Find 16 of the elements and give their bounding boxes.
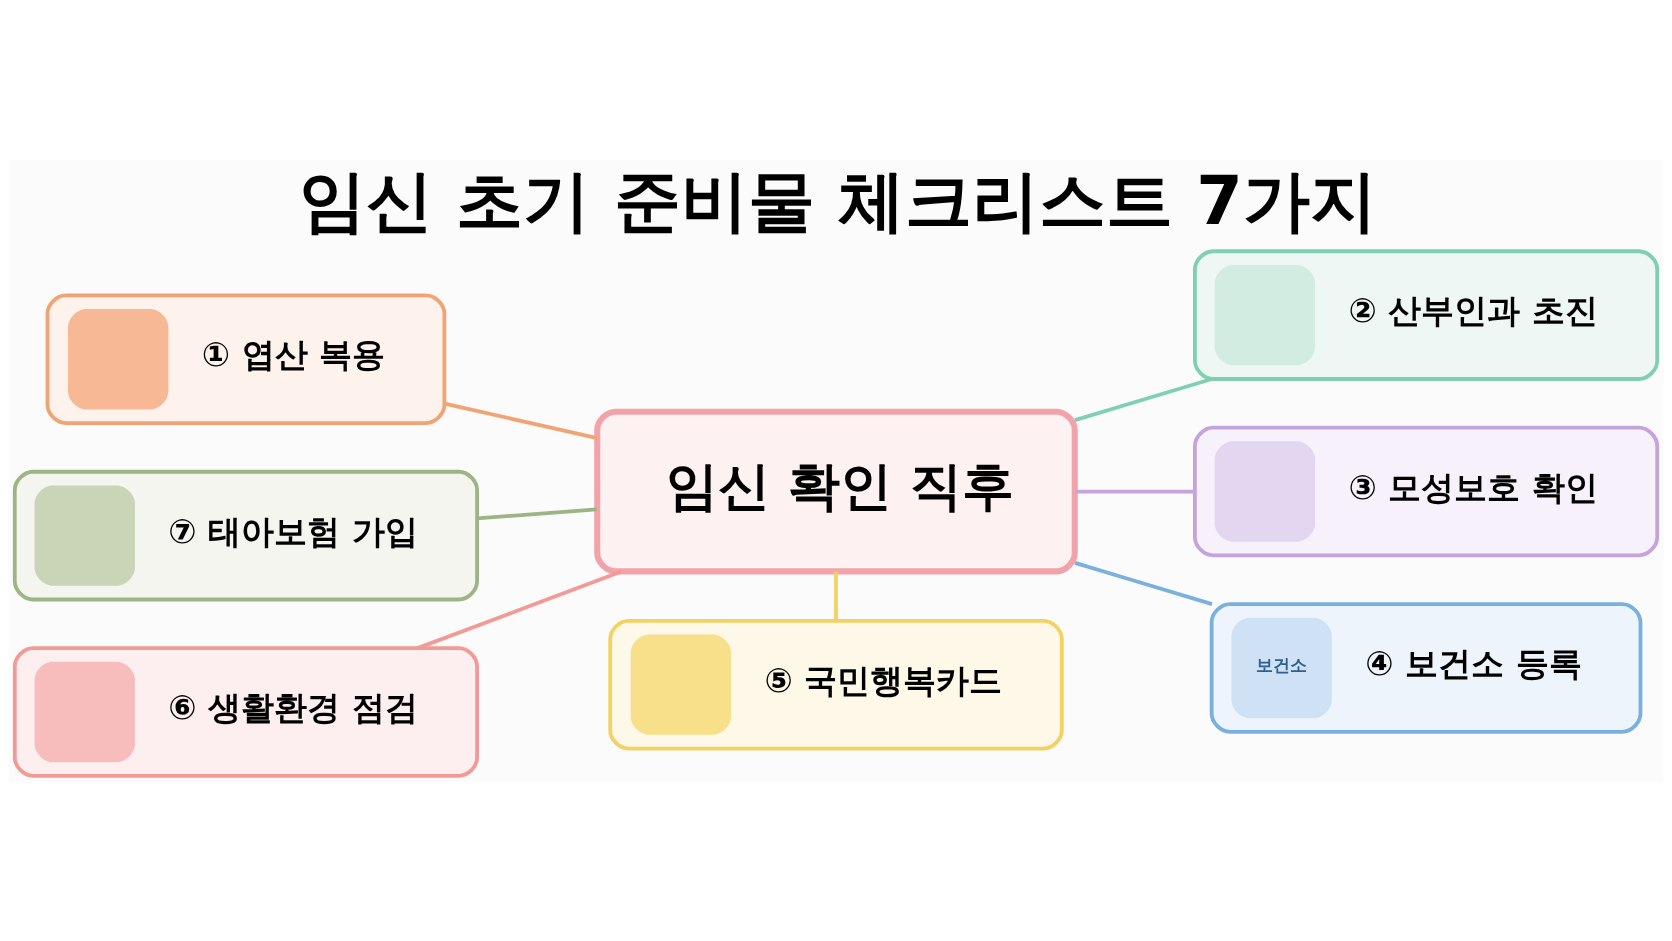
connector: [477, 507, 597, 520]
node-box: 보건소 ④ 보건소 등록: [1209, 601, 1643, 734]
diagram-title: 임신 초기 준비물 체크리스트 7가지: [299, 161, 1377, 240]
connector: [1074, 376, 1213, 422]
node-box: ① 엽산 복용: [45, 292, 447, 425]
connector: [417, 569, 623, 650]
node-box: ⑦ 태아보험 가입: [12, 469, 479, 601]
connector: [444, 401, 598, 440]
node-box: ② 산부인과 초진: [1193, 248, 1660, 381]
node-box: ⑥ 생활환경 점검: [12, 645, 479, 778]
node-box: ③ 모성보호 확인: [1193, 425, 1660, 557]
connector: [1074, 560, 1213, 606]
connector: [1075, 489, 1195, 493]
connector: [834, 571, 838, 621]
node-box: ⑤ 국민행복카드: [608, 618, 1064, 750]
node-box: 임신 확인 직후: [594, 408, 1078, 574]
